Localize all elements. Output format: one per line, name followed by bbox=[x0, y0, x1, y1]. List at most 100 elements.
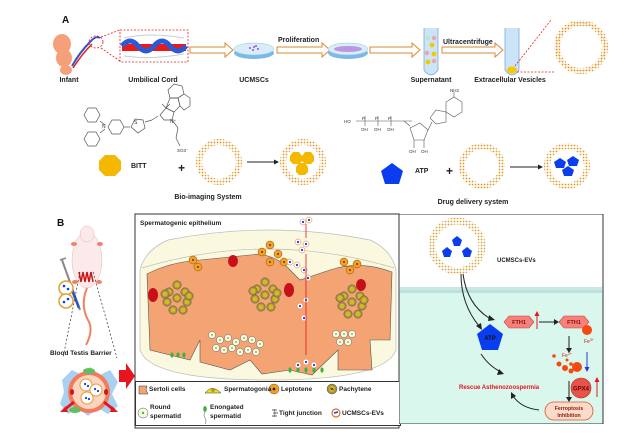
legend-spermatogonia-label: Spermatogonia bbox=[224, 386, 272, 393]
empty-vesicle-drug-icon bbox=[459, 143, 505, 189]
atp-structure-icon bbox=[356, 92, 463, 148]
pachytene-cell-nucleus bbox=[262, 292, 268, 298]
round-spermatid-nucleus bbox=[251, 339, 253, 341]
germ-cell-clusters bbox=[160, 216, 369, 373]
pachytene-cell-nucleus bbox=[337, 295, 343, 301]
fe2-ion-cluster-icon bbox=[552, 354, 582, 374]
leptotene-icon bbox=[268, 383, 280, 395]
leptotene-cell-nucleus bbox=[343, 261, 345, 263]
mouse-icon bbox=[71, 225, 103, 346]
leptotene-cell-nucleus bbox=[261, 251, 263, 253]
legend-ucmscs-ev-label: UCMSCs-EVs bbox=[342, 410, 384, 417]
ucmscs-ev-nucleus bbox=[304, 360, 308, 364]
fth1-fe3-node-label: FTH1 bbox=[567, 320, 581, 326]
mechanism-panel: ATP FTH1 FTH1 Fe3+ Fe2+ GPX4 Ferroptosis… bbox=[399, 214, 604, 424]
leptotene-cell-nucleus bbox=[197, 266, 199, 268]
panel-a-graphics: N S N⁺ SO3⁻ + HO P P P OH OH OH OH OH NH… bbox=[53, 19, 608, 189]
tight-junction-icon bbox=[272, 408, 278, 418]
pachytene-cell-nucleus bbox=[184, 299, 190, 305]
round-spermatid-nucleus bbox=[335, 333, 337, 335]
bio-imaging-system-label: Bio-imaging System bbox=[174, 194, 242, 201]
fe2-label: Fe2+ bbox=[562, 352, 572, 359]
extracellular-vesicle-icon bbox=[554, 20, 608, 74]
elongated-spermatid bbox=[320, 367, 324, 373]
fth1-node-icon bbox=[503, 315, 535, 329]
round-spermatid-nucleus bbox=[223, 349, 225, 351]
blood-testis-barrier-label: Blood Testis Barrier bbox=[50, 350, 112, 357]
ucmscs-ev-nucleus bbox=[298, 304, 302, 308]
elongated-spermatid bbox=[312, 367, 316, 373]
round-spermatid-nucleus bbox=[211, 334, 213, 336]
legend-round-spermatid-line1: Round bbox=[150, 404, 171, 411]
ucmscs-ev-nucleus bbox=[300, 248, 304, 252]
panel-b-letter: B bbox=[57, 218, 65, 229]
ucmscs-ev-nucleus bbox=[302, 268, 306, 272]
red-arrow-icon bbox=[119, 363, 135, 389]
legend-tight-junction-label: Tight junction bbox=[279, 410, 322, 417]
ucmscs-ev-nucleus bbox=[304, 242, 308, 246]
atp-oh4-label: OH bbox=[409, 149, 416, 154]
sertoli-cell-icon bbox=[138, 385, 149, 395]
ucmscs-ev-nucleus bbox=[306, 276, 310, 280]
ucmscs-ev-nucleus bbox=[312, 363, 316, 367]
round-spermatid-nucleus bbox=[351, 333, 353, 335]
pachytene-cell-nucleus bbox=[359, 303, 365, 309]
cell-type-legend: Sertoli cells Spermatogonia Leptotene Pa… bbox=[135, 381, 401, 426]
bitt-octagon-icon bbox=[99, 155, 121, 176]
ferroptosis-line2: Inhibition bbox=[557, 413, 580, 419]
atp-ho-label: HO bbox=[344, 119, 351, 124]
round-spermatid-nucleus bbox=[235, 341, 237, 343]
atp-oh2-label: OH bbox=[374, 127, 381, 132]
bitt-so3-group: SO3⁻ bbox=[177, 148, 189, 153]
atp-nh2-label: NH2 bbox=[450, 88, 459, 93]
leptotene-cell-nucleus bbox=[349, 269, 351, 271]
atp-loaded-vesicle-icon bbox=[544, 143, 590, 189]
ucmscs-ev-nucleus bbox=[288, 260, 292, 264]
pachytene-cell-nucleus bbox=[250, 288, 256, 294]
plus-sign-drug: + bbox=[446, 164, 453, 178]
elongated-spermatid-icon bbox=[203, 406, 207, 425]
fe2-down-arrow-icon bbox=[584, 367, 590, 372]
umbilical-cord-icon bbox=[119, 29, 189, 63]
round-spermatid-nucleus bbox=[343, 333, 345, 335]
ev-pellet-tube-icon bbox=[504, 28, 520, 76]
pachytene-cell-nucleus bbox=[174, 282, 180, 288]
gpx4-node-label: GPX4 bbox=[573, 387, 590, 393]
pachytene-cell-nucleus bbox=[361, 297, 367, 303]
fe3-label: Fe3+ bbox=[584, 338, 594, 345]
pachytene-cell-nucleus bbox=[252, 296, 258, 302]
fth1-node-label: FTH1 bbox=[512, 320, 526, 326]
pachytene-cell-nucleus bbox=[164, 299, 170, 305]
round-spermatid-nucleus bbox=[255, 351, 257, 353]
round-spermatid-nucleus bbox=[227, 337, 229, 339]
round-spermatid-nucleus bbox=[243, 337, 245, 339]
legend-leptotene-label: Leptotene bbox=[281, 386, 313, 393]
ucmscs-ev-nucleus bbox=[296, 240, 300, 244]
process-arrows bbox=[189, 41, 504, 59]
fth1-fe3-node-icon bbox=[558, 315, 590, 329]
leptotene-cell-nucleus bbox=[356, 263, 358, 265]
blood-testis-barrier-icon bbox=[60, 367, 118, 416]
bitt-n-atom: N bbox=[102, 124, 106, 130]
rescue-asthenozoospermia-label: Rescue Asthenozoospermia bbox=[459, 385, 540, 391]
bitt-nplus-atom: N⁺ bbox=[170, 119, 177, 125]
legend-pachytene-label: Pachytene bbox=[339, 386, 372, 393]
infant-icon bbox=[53, 34, 104, 75]
leptotene-cell-nucleus bbox=[283, 261, 285, 263]
pachytene-cell-nucleus bbox=[274, 290, 280, 296]
leptotene-cell-nucleus bbox=[269, 261, 271, 263]
ucmscs-ev-nucleus bbox=[296, 363, 300, 367]
leptotene-cell-nucleus bbox=[269, 244, 271, 246]
atp-p3-label: P bbox=[388, 116, 391, 121]
fth1-up-arrow-icon bbox=[534, 311, 540, 316]
bitt-s-atom: S bbox=[134, 120, 138, 126]
round-spermatid-nucleus bbox=[239, 351, 241, 353]
elongated-spermatid bbox=[288, 367, 292, 373]
pachytene-cell-nucleus bbox=[345, 311, 351, 317]
pachytene-cell-nucleus bbox=[268, 304, 274, 310]
ucmscs-label: UCMSCs bbox=[239, 77, 269, 84]
bitt-structure-icon bbox=[83, 83, 191, 147]
round-spermatid-nucleus bbox=[231, 347, 233, 349]
legend-round-spermatid-line2: spermatid bbox=[150, 413, 182, 420]
legend-elongated-spermatid-line2: spermatid bbox=[210, 413, 242, 420]
